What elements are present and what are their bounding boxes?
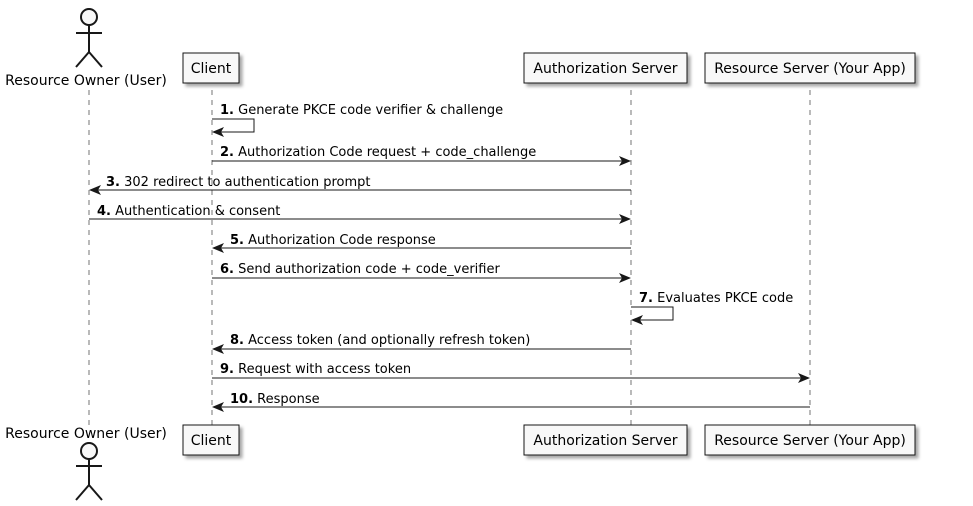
- message-7: 7. Evaluates PKCE code: [631, 291, 793, 325]
- participant-resource-server-bottom: Resource Server (Your App): [704, 424, 916, 456]
- message-label: Request with access token: [238, 362, 411, 377]
- participant-authorization-server-top: Authorization Server: [523, 52, 688, 84]
- message-10: 10. Response: [212, 392, 810, 412]
- message-number: 2.: [220, 145, 234, 160]
- message-number: 7.: [639, 291, 653, 306]
- participant-label-resource-owner-top: Resource Owner (User): [5, 73, 167, 89]
- svg-text:4. Authentication & consent: 4. Authentication & consent: [97, 204, 280, 219]
- participant-label-authorization-server-bottom: Authorization Server: [533, 433, 677, 449]
- participant-authorization-server-bottom: Authorization Server: [523, 424, 688, 456]
- participant-label-client-bottom: Client: [191, 433, 232, 449]
- actor-resource-owner-top-icon: [75, 8, 103, 68]
- participant-label-authorization-server-top: Authorization Server: [533, 61, 677, 77]
- message-label: Authorization Code request + code_challe…: [238, 145, 536, 160]
- participant-label-resource-server-bottom: Resource Server (Your App): [714, 433, 906, 449]
- svg-text:6. Send authorization code + c: 6. Send authorization code + code_verifi…: [220, 262, 500, 277]
- message-3: 3. 302 redirect to authentication prompt: [89, 175, 631, 195]
- participant-resource-server-top: Resource Server (Your App): [704, 52, 916, 84]
- svg-text:1. Generate PKCE code verifier: 1. Generate PKCE code verifier & challen…: [220, 103, 503, 118]
- svg-text:2. Authorization Code request: 2. Authorization Code request + code_cha…: [220, 145, 536, 160]
- message-number: 1.: [220, 103, 234, 118]
- message-label: Response: [257, 392, 319, 407]
- message-8: 8. Access token (and optionally refresh …: [212, 333, 631, 354]
- message-1: 1. Generate PKCE code verifier & challen…: [212, 103, 503, 137]
- message-number: 8.: [230, 333, 244, 348]
- participant-client-bottom: Client: [182, 424, 240, 456]
- message-label: 302 redirect to authentication prompt: [124, 175, 370, 190]
- svg-text:7. Evaluates PKCE code: 7. Evaluates PKCE code: [639, 291, 793, 306]
- message-label: Access token (and optionally refresh tok…: [248, 333, 530, 348]
- message-label: Send authorization code + code_verifier: [238, 262, 500, 277]
- message-number: 6.: [220, 262, 234, 277]
- message-9: 9. Request with access token: [212, 362, 810, 383]
- message-number: 4.: [97, 204, 111, 219]
- svg-text:5. Authorization Code response: 5. Authorization Code response: [230, 233, 436, 248]
- actor-resource-owner-bottom-icon: [75, 442, 103, 501]
- message-label: Evaluates PKCE code: [657, 291, 793, 306]
- participant-label-resource-server-top: Resource Server (Your App): [714, 61, 906, 77]
- message-5: 5. Authorization Code response: [212, 233, 631, 253]
- message-number: 9.: [220, 362, 234, 377]
- message-number: 5.: [230, 233, 244, 248]
- participant-label-resource-owner-bottom: Resource Owner (User): [5, 426, 167, 442]
- svg-text:3. 302 redirect to authenticat: 3. 302 redirect to authentication prompt: [106, 175, 371, 190]
- message-label: Authentication & consent: [115, 204, 280, 219]
- svg-text:9. Request with access token: 9. Request with access token: [220, 362, 411, 377]
- svg-text:10. Response: 10. Response: [230, 392, 320, 407]
- message-number: 10.: [230, 392, 253, 407]
- message-label: Authorization Code response: [248, 233, 436, 248]
- message-2: 2. Authorization Code request + code_cha…: [212, 145, 631, 166]
- message-number: 3.: [106, 175, 120, 190]
- participant-client-top: Client: [182, 52, 240, 84]
- svg-text:8. Access token (and optionall: 8. Access token (and optionally refresh …: [230, 333, 530, 348]
- message-label: Generate PKCE code verifier & challenge: [238, 103, 503, 118]
- participant-label-client-top: Client: [191, 61, 232, 77]
- message-4: 4. Authentication & consent: [89, 204, 631, 224]
- message-6: 6. Send authorization code + code_verifi…: [212, 262, 631, 283]
